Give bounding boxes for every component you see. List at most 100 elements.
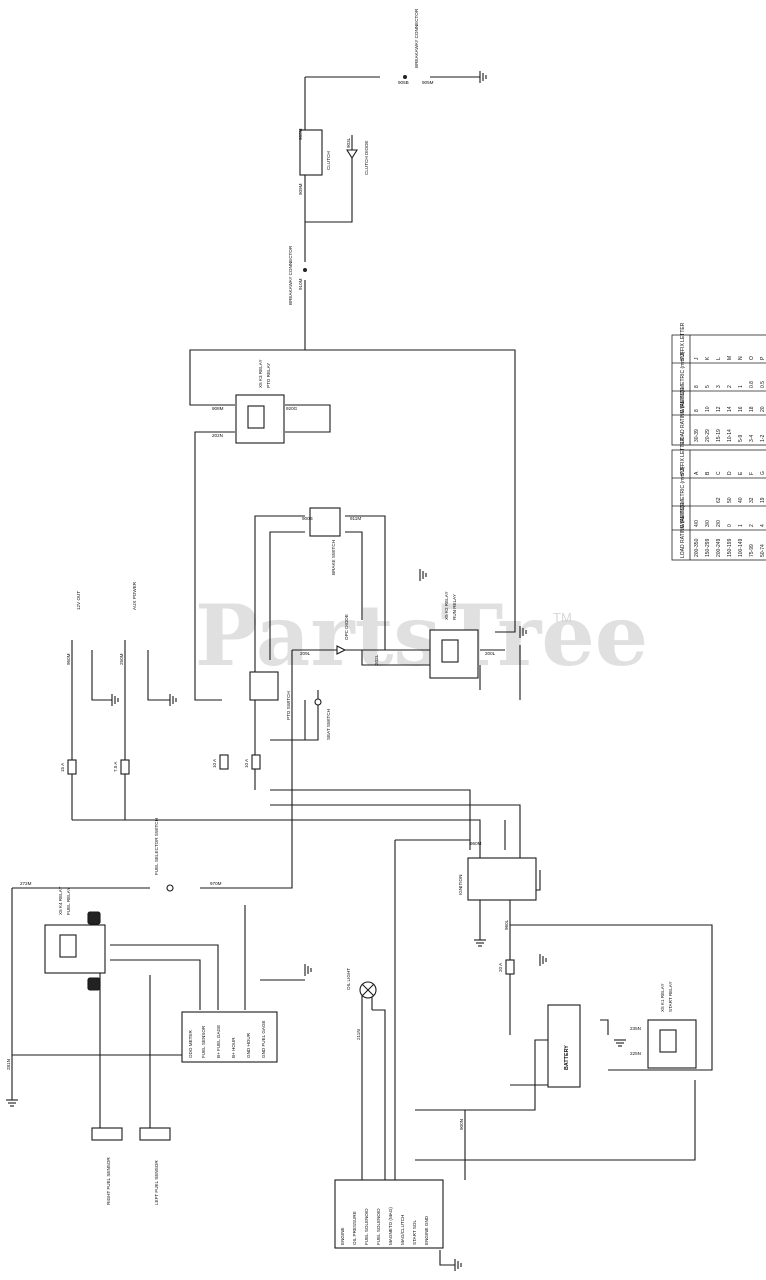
e3-badge: [87, 977, 101, 991]
clutch-coil: [299, 129, 323, 176]
table-cell: L: [716, 357, 722, 360]
table-cell: 19: [760, 497, 766, 503]
table-cell: 3/0: [705, 520, 711, 527]
table-cell: 3-4: [749, 435, 755, 442]
wire-label: 905B: [398, 80, 409, 85]
fuse-10a-1: [219, 754, 229, 770]
gauge-fuel-sensor: FUEL SENSOR: [201, 1025, 206, 1058]
wire-size-table-right: SUFFIX LETTERJKLMNOPQMETRIC (mm^2)853210…: [671, 322, 766, 446]
wire-label: 900B: [302, 516, 313, 521]
wire-label: 250M: [119, 653, 124, 665]
wire-label: 908M: [212, 406, 224, 411]
table-header-cell: LOAD RATING (AMPS): [680, 390, 686, 443]
table-cell: 14: [727, 406, 733, 412]
wires: [11, 76, 713, 1266]
table-header-cell: LOAD RATING (AMPS): [680, 505, 686, 558]
engine-fuel-solenoid-2: FUEL SOLENOID: [376, 1208, 381, 1245]
fuel-selector-contact: [166, 884, 174, 892]
table-cell: 8: [694, 409, 700, 412]
table-cell: N: [738, 356, 744, 360]
watermark-tm: TM: [553, 610, 572, 625]
wire-label: 970M: [210, 881, 222, 886]
left-fuel-sensor-label: LEFT FUEL SENSOR: [154, 1160, 159, 1205]
table-cell: E: [738, 471, 744, 475]
gauge-cluster-box: [181, 1011, 278, 1063]
table-cell: B: [705, 471, 711, 475]
wire-label: 965M: [298, 128, 303, 140]
table-frame: [671, 334, 766, 446]
table-cell: 15-19: [716, 429, 722, 442]
fuse-7-5a: [120, 759, 130, 775]
table-header-cell: SUFFIX LETTER: [680, 322, 686, 361]
wire-label: 950M: [66, 653, 71, 665]
table-cell: 200-249: [716, 538, 722, 557]
table-cell: 18: [749, 406, 755, 412]
table-cell: C: [716, 471, 722, 475]
opc-diode-label: OPC DIODE: [344, 614, 349, 640]
table-cell: 1: [738, 524, 744, 527]
start-relay-ref: X5 K1 RELAY: [660, 983, 665, 1012]
right-fuel-sensor-box: [91, 1127, 123, 1141]
table-cell: 1: [738, 385, 744, 388]
fuse-7-5a-label: 7.5 A: [113, 761, 118, 772]
table-cell: A: [694, 471, 700, 475]
fuse-15a-label: 15 A: [60, 762, 65, 772]
breakaway-connector-top-label: BREAKAWAY CONNECTOR: [414, 8, 419, 68]
clutch-diode-symbol: [346, 149, 358, 160]
wire-label: 211N: [356, 1029, 361, 1040]
engine-gnd: ENGINE GND: [424, 1215, 429, 1245]
12v-out-label: 12V OUT: [76, 591, 81, 610]
ignition-box: [467, 857, 537, 901]
table-cell: 75-99: [749, 544, 755, 557]
fuse-10a-1-label: 10 A: [212, 758, 217, 768]
right-fuel-sensor-label: RIGHT FUEL SENSOR: [106, 1157, 111, 1205]
table-cell: 32: [749, 497, 755, 503]
oil-light-label: OIL LIGHT: [346, 968, 351, 990]
table-cell: 50-74: [760, 544, 766, 557]
fuse-20a: [505, 959, 515, 975]
table-cell: M: [727, 356, 733, 360]
table-cell: K: [705, 356, 711, 360]
table-cell: D: [727, 471, 733, 475]
wire-label: 910M: [298, 278, 303, 290]
table-cell: 2: [749, 524, 755, 527]
table-cell: F: [749, 472, 755, 475]
run-relay-ref: X5 K2 RELAY: [444, 591, 449, 620]
wire-label: 200L: [485, 651, 496, 656]
table-cell: 2/0: [716, 520, 722, 527]
table-cell: 4/0: [694, 520, 700, 527]
wire-label: 920G: [286, 406, 298, 411]
table-cell: 12: [716, 406, 722, 412]
gauge-gnd-hour: GND HOUR: [246, 1032, 251, 1058]
wire-label: 960M: [470, 841, 482, 846]
table-cell: 5: [705, 385, 711, 388]
table-cell: 3: [716, 385, 722, 388]
table-cell: O: [749, 356, 755, 360]
fuel-relay-coil: [59, 934, 77, 958]
ignition-label: IGNITION: [458, 875, 463, 895]
table-header-cell: WIRE SIZE: [680, 502, 686, 528]
breakaway-connector-top: [403, 75, 407, 79]
engine-box: [334, 1179, 444, 1249]
seat-switch-contact: [314, 698, 322, 706]
fuse-10a-2-label: 10 A: [244, 758, 249, 768]
pto-switch-label: PTO SWITCH: [286, 691, 291, 720]
engine-fuel-solenoid-1: FUEL SOLENOID: [364, 1208, 369, 1245]
table-cell: 150-199: [727, 538, 733, 557]
fuse-10a-2: [251, 754, 261, 770]
table-header-cell: WIRE SIZE: [680, 387, 686, 413]
gauge-b-hour: B+ HOUR: [231, 1037, 236, 1058]
wire-label: 202N: [212, 433, 223, 438]
engine-start-sol: START SOL: [412, 1220, 417, 1245]
brake-switch-box: [309, 507, 341, 537]
table-cell: 30-39: [694, 429, 700, 442]
gauge-odo: ODO METER: [188, 1029, 193, 1058]
pto-relay-coil: [247, 405, 265, 429]
table-header-cell: SUFFIX LETTER: [680, 437, 686, 476]
gauge-b-fuel: B+ FUEL GAGE: [216, 1025, 221, 1058]
table-cell: J: [694, 357, 700, 360]
table-header-cell: METRIC (mm^2): [680, 351, 686, 389]
battery-box: [547, 1004, 581, 1088]
e2-badge: [87, 911, 101, 925]
